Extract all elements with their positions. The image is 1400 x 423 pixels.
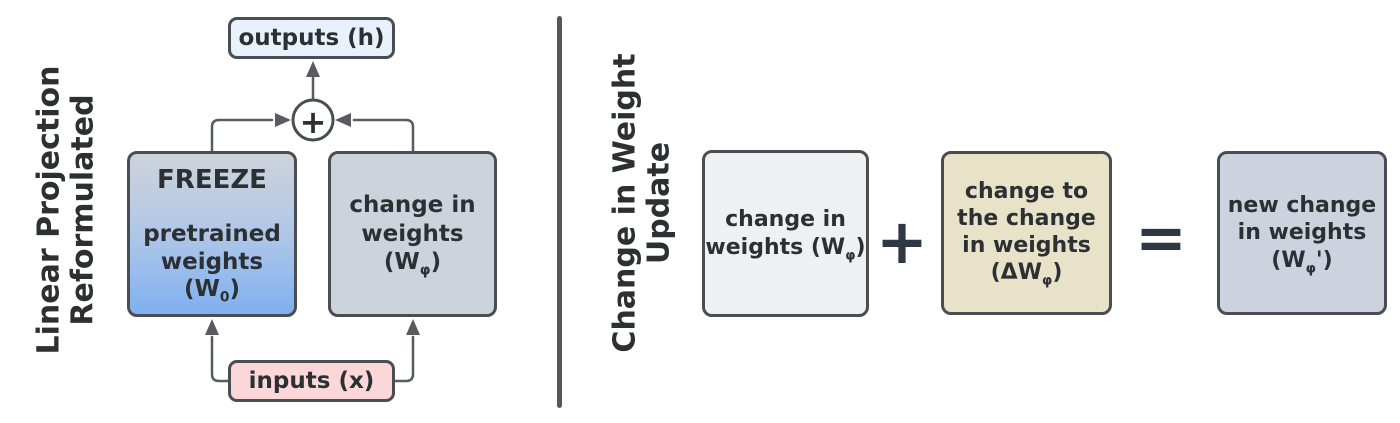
change-in-weights-label-line2-post: ) [430,249,442,276]
right-panel-title: Change in Weight Update [607,53,676,353]
sum-node-circle [291,98,335,142]
new-change-in-weights-line3-post: ') [1315,247,1333,273]
connector-change-to-sum [352,118,415,153]
change-to-the-change-line4: (ΔWφ) [991,260,1063,287]
arrowhead-up-into-change [406,319,420,335]
panel-divider [557,16,562,408]
right-panel-title-line2: Update [641,141,676,265]
change-to-the-change-line4-pre: (ΔW [990,259,1042,285]
right-change-in-weights-line2: weights (Wφ) [705,234,865,262]
arrowhead-up-to-outputs [306,61,320,77]
change-to-the-change-box: change to the change in weights (ΔWφ) [941,151,1112,315]
change-in-weights-box: change in weights (Wφ) [328,151,497,317]
connector-inputs-to-freeze [210,335,230,383]
left-panel-title: Linear Projection Reformulated [31,65,100,355]
left-panel-title-line1: Linear Projection [31,65,67,355]
arrowhead-up-into-freeze [205,319,219,335]
connector-inputs-to-change [393,335,415,383]
pretrained-weights-label: pretrained weights (W0) [134,221,290,306]
pretrained-weights-label-line1: pretrained [143,221,281,248]
change-to-the-change-line3: in weights [962,233,1091,258]
right-change-in-weights-subscript: φ [845,247,856,263]
change-in-weights-label-line2: weights (Wφ) [331,220,494,278]
left-panel-title-line2: Reformulated [65,94,100,326]
outputs-label: outputs (h) [238,24,385,51]
new-change-in-weights-line3-pre: (W [1271,247,1306,273]
freeze-label: FREEZE [157,165,267,195]
change-to-the-change-line1: change to [964,179,1089,205]
pretrained-weights-subscript: 0 [219,290,230,306]
inputs-label: inputs (x) [248,367,375,394]
inputs-box: inputs (x) [228,360,395,402]
right-change-in-weights-line2-post: ) [855,234,866,260]
connector-freeze-to-sum [210,118,274,153]
pretrained-weights-label-line2-post: ) [229,276,240,303]
change-to-the-change-line2: the change [957,206,1096,232]
pretrained-weights-label-line2-pre: weights (W [160,248,264,303]
new-change-in-weights-line3: (Wφ') [1271,247,1332,275]
arrowhead-right-into-sum [275,113,291,127]
sum-node-symbol: + [300,103,327,141]
new-change-in-weights-line1: new change [1227,192,1377,218]
outputs-box: outputs (h) [228,17,395,59]
pretrained-weights-box: FREEZE pretrained weights (W0) [127,151,297,317]
pretrained-weights-label-line2: weights (W0) [134,248,290,306]
change-to-the-change-line4-post: ) [1052,259,1063,285]
right-change-in-weights-line2-pre: weights (W [705,234,846,260]
right-change-in-weights-line1: change in [725,207,846,232]
new-change-in-weights-subscript: φ [1305,261,1316,277]
right-change-in-weights-box: change in weights (Wφ) [702,150,869,317]
new-change-in-weights-box: new change in weights (Wφ') [1217,151,1387,315]
plus-operator: + [876,205,928,278]
change-in-weights-subscript: φ [419,262,431,279]
arrowhead-left-into-sum [335,113,351,127]
change-in-weights-label-line1: change in [349,191,476,218]
right-panel-title-line1: Change in Weight [607,53,643,353]
new-change-in-weights-line2: in weights [1237,220,1367,246]
equals-operator: = [1135,201,1187,274]
change-in-weights-label-line2-pre: weights (W [361,220,464,276]
change-to-the-change-subscript: φ [1041,273,1053,289]
